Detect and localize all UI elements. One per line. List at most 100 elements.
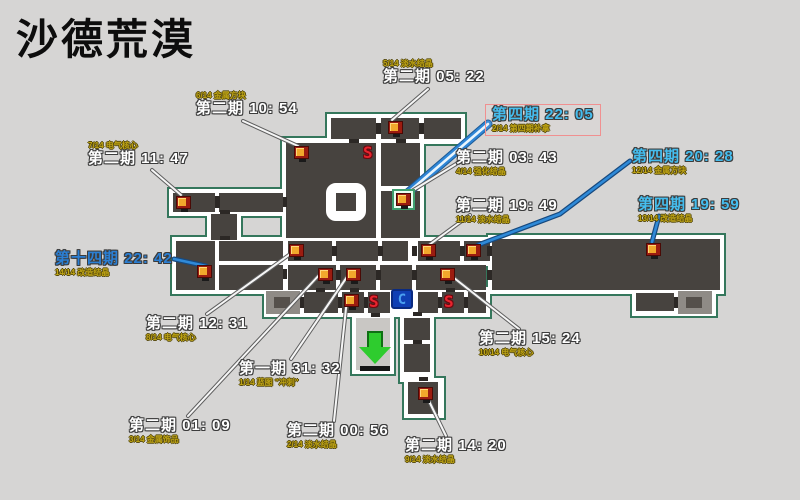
collectible-count-label: 2/14 淡水结晶 [287, 440, 337, 449]
chest-marker [346, 268, 361, 284]
map-room [636, 293, 674, 311]
door-notch [413, 340, 422, 344]
chest-marker [344, 294, 359, 310]
timestamp-text: 第二期 19: 49 [456, 197, 558, 214]
collectible-count-label: 8/14 电气核心 [146, 333, 196, 342]
timestamp-text: 第二期 03: 43 [456, 149, 558, 166]
map-room [404, 344, 430, 372]
door-notch [215, 196, 220, 208]
arrow-head [359, 347, 391, 364]
timestamp-text: 第二期 14: 20 [405, 437, 507, 454]
chest-marker [440, 268, 455, 284]
map-room [219, 193, 283, 212]
door-notch [364, 297, 368, 308]
timestamp-text: 第一期 31: 32 [239, 360, 341, 377]
collectible-count-label: 7/14 电气核心 [88, 141, 138, 150]
door-notch [376, 123, 381, 134]
map-room [404, 318, 430, 340]
door-notch [378, 246, 383, 256]
chest-marker [466, 244, 481, 260]
map-room [418, 292, 438, 313]
door-notch [332, 246, 337, 256]
arrow-base [360, 366, 390, 371]
save-point-icon: S [363, 143, 373, 162]
door-notch [349, 139, 359, 143]
door-notch [220, 210, 230, 214]
timestamp-text: 第二期 01: 09 [129, 417, 231, 434]
map-room [686, 297, 702, 308]
chest-marker [318, 268, 333, 284]
chest-marker [294, 146, 309, 162]
map-room [331, 118, 376, 139]
collectible-count-label: 12/14 金属方块 [632, 166, 687, 175]
timestamp-text: 第四期 22: 05 [492, 106, 594, 123]
room-ring-decoration [326, 183, 366, 221]
timestamp-text: 第二期 10: 54 [196, 100, 298, 117]
chest-marker [646, 243, 661, 259]
door-notch [438, 297, 442, 308]
door-notch [283, 197, 287, 207]
collectible-count-label: 3/14 金属饰品 [129, 435, 179, 444]
timestamp-label: 5/14 淡水结晶第二期 05: 22 [383, 58, 485, 85]
collectible-count-label: 2/14 第四期补拿 [492, 124, 550, 133]
collectible-count-label: 13/14 改造结晶 [638, 214, 693, 223]
door-notch [371, 313, 380, 317]
map-room [211, 214, 237, 240]
timestamp-text: 第二期 15: 24 [479, 330, 581, 347]
door-notch [220, 236, 230, 240]
save-point-icon: S [369, 292, 379, 311]
map-room [336, 241, 378, 261]
checkpoint-icon: C [391, 289, 413, 309]
timestamp-text: 第二期 11: 47 [88, 150, 189, 167]
timestamp-text: 第四期 19: 59 [638, 196, 740, 213]
door-notch [674, 297, 678, 308]
door-notch [419, 377, 428, 381]
collectible-count-label: 9/14 淡水结晶 [405, 455, 455, 464]
door-notch [350, 288, 359, 292]
collectible-count-label: 5/14 淡水结晶 [383, 59, 433, 68]
collectible-count-label: 1/14 蓝图 "冲刺" [239, 378, 299, 387]
chest-marker [421, 244, 436, 260]
collectible-count-label: 6/14 金属方块 [196, 91, 246, 100]
chest-marker [289, 244, 304, 260]
timestamp-label: 6/14 金属方块第二期 10: 54 [196, 90, 298, 117]
save-point-icon: S [444, 292, 454, 311]
timestamp-text: 第四期 20: 28 [632, 148, 734, 165]
door-notch [412, 246, 417, 256]
door-notch [376, 270, 381, 280]
timestamp-text: 第二期 05: 22 [383, 68, 485, 85]
collectible-count-label: 4/14 强化结晶 [456, 167, 506, 176]
door-notch [413, 312, 422, 316]
map-room [368, 292, 390, 313]
map-room [380, 265, 412, 290]
timestamp-text: 第十四期 22: 42 [55, 250, 173, 267]
chest-marker [388, 121, 403, 137]
map-room [492, 239, 720, 290]
door-notch [487, 246, 492, 256]
map-room [382, 241, 408, 261]
chest-marker [396, 193, 411, 209]
chest-marker [176, 196, 191, 212]
timestamp-label: 7/14 电气核心第二期 11: 47 [88, 140, 189, 167]
timestamp-text: 第二期 00: 56 [287, 422, 389, 439]
collectible-count-label: 14/14 改造结晶 [55, 268, 110, 277]
timestamp-text: 第二期 12: 31 [146, 315, 248, 332]
door-notch [460, 246, 465, 256]
entrance-arrow-icon [359, 333, 391, 371]
chest-marker [418, 387, 433, 403]
